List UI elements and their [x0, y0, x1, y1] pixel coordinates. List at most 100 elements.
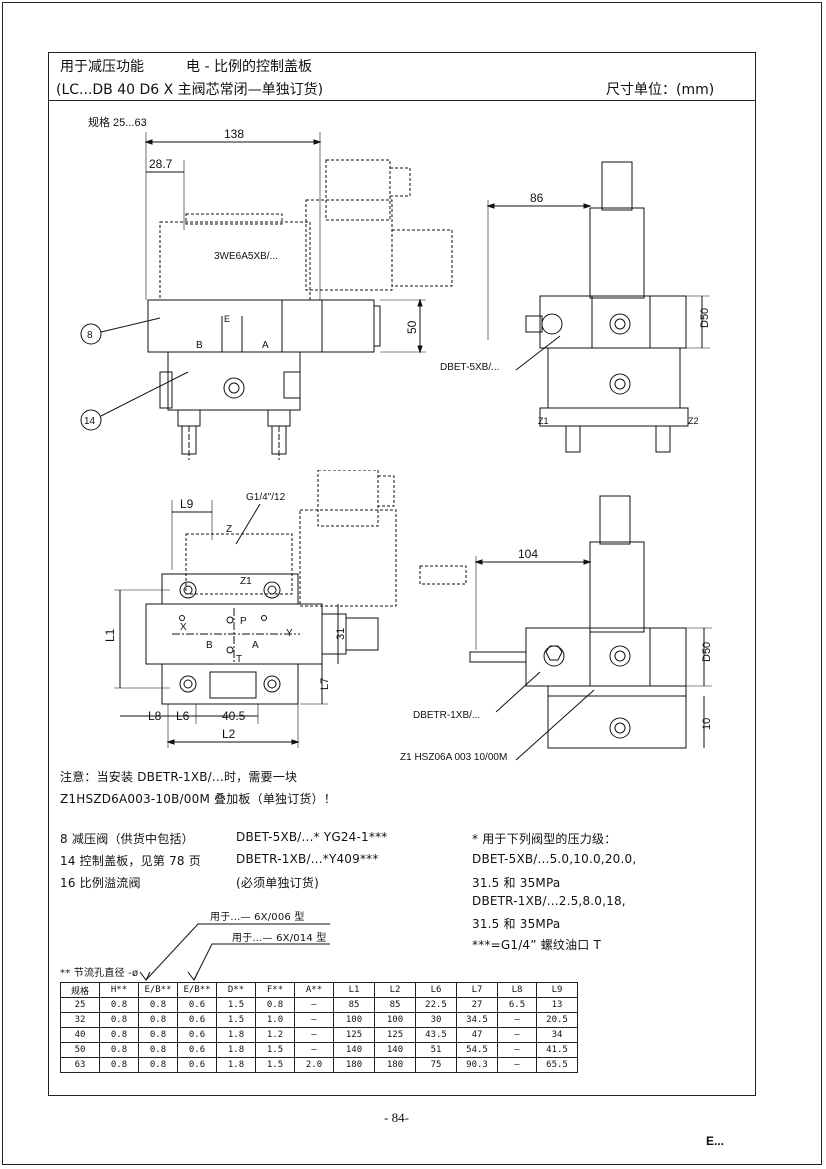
dim-l8: L8 — [148, 709, 162, 723]
header-subtitle: (LC...DB 40 D6 X 主阀芯常闭—单独订货) — [56, 82, 324, 98]
table-cell: 22.5 — [415, 997, 457, 1013]
table-cell: 1.5 — [255, 1057, 295, 1073]
table-cell: 1.8 — [216, 1027, 256, 1043]
valve-label-dbet: DBET-5XB/... — [440, 362, 499, 373]
dim-50: 50 — [405, 320, 419, 334]
table-cell: 32 — [60, 1012, 100, 1028]
dim-l6: L6 — [176, 709, 190, 723]
table-cell: 1.8 — [216, 1057, 256, 1073]
note-for-014: 用于...— 6X/014 型 — [232, 933, 327, 944]
table-cell: 54.5 — [456, 1042, 498, 1058]
table-cell: 125 — [374, 1027, 416, 1043]
legend-col3-item: DBET-5XB/...5.0,10.0,20.0, — [472, 852, 637, 866]
plate-label: Z1 HSZ06A 003 10/00M — [400, 752, 508, 763]
table-cell: 0.8 — [99, 1042, 139, 1058]
dim-138: 138 — [224, 127, 244, 141]
table-cell: 75 — [415, 1057, 457, 1073]
header-title-left: 用于减压功能 — [60, 59, 144, 75]
notice-line-2: Z1HSZD6A003-10B/00M 叠加板（单独订货）！ — [60, 792, 337, 806]
legend-col3-item: DBETR-1XB/...2.5,8.0,18, — [472, 894, 626, 908]
dim-86: 86 — [530, 191, 544, 205]
table-cell: — — [497, 1012, 537, 1028]
table-cell: 0.8 — [138, 1027, 178, 1043]
table-cell: 50 — [60, 1042, 100, 1058]
table-cell: 13 — [536, 997, 578, 1013]
legend-col3-item: 31.5 和 35MPa — [472, 917, 561, 931]
legend-col3-item: * 用于下列阀型的压力级： — [472, 832, 617, 846]
table-cell: 90.3 — [456, 1057, 498, 1073]
note-orifice: ** 节流孔直径 -ø — [60, 968, 139, 979]
valve-label-3we6a: 3WE6A5XB/... — [214, 251, 278, 262]
dim-31: 31 — [335, 628, 347, 640]
legend-col2-item: DBETR-1XB/...*Y409*** — [236, 852, 379, 866]
notice-line-1: 注意：当安装 DBETR-1XB/...时，需要一块 — [60, 770, 298, 784]
table-cell: 0.8 — [99, 1057, 139, 1073]
table-cell: 140 — [374, 1042, 416, 1058]
header-unit-label: 尺寸单位：(mm) — [606, 82, 715, 98]
table-cell: 0.8 — [138, 1057, 178, 1073]
port-z1: Z1 — [240, 576, 252, 587]
col-header: L7 — [456, 982, 498, 998]
note-for-006: 用于...— 6X/006 型 — [210, 912, 305, 923]
dim-40-5: 40.5 — [222, 709, 246, 723]
table-cell: 0.8 — [255, 997, 295, 1013]
table-cell: 0.8 — [99, 997, 139, 1013]
dim-l9: L9 — [180, 497, 194, 511]
col-header: A** — [294, 982, 334, 998]
corner-mark: E... — [706, 1134, 725, 1148]
port-t: T — [236, 654, 242, 665]
table-cell: — — [294, 1042, 334, 1058]
port-z: Z — [226, 524, 232, 535]
legend-col2-item: DBET-5XB/...* YG24-1*** — [236, 830, 388, 844]
table-cell: 85 — [374, 997, 416, 1013]
port-z1-top: Z1 — [538, 416, 549, 426]
table-cell: 2.0 — [294, 1057, 334, 1073]
table-cell: — — [497, 1057, 537, 1073]
col-header: 规格 — [60, 982, 100, 998]
table-cell: 1.8 — [216, 1042, 256, 1058]
table-cell: 140 — [333, 1042, 375, 1058]
table-cell: 1.5 — [216, 1012, 256, 1028]
legend-col1-item: 8 减压阀（供货中包括） — [60, 832, 194, 846]
size-label: 规格 25...63 — [88, 117, 147, 129]
port-y: Y — [286, 628, 293, 639]
col-header: L2 — [374, 982, 416, 998]
col-header: L1 — [333, 982, 375, 998]
legend-col1-item: 14 控制盖板，见第 78 页 — [60, 854, 201, 868]
table-cell: 180 — [333, 1057, 375, 1073]
dim-l7: L7 — [319, 678, 331, 690]
table-header-row: 规格 H** E/B** E/B** D** F** A** L1 L2 L6 … — [60, 982, 578, 998]
table-cell: 20.5 — [536, 1012, 578, 1028]
table-cell: 1.0 — [255, 1012, 295, 1028]
legend-col1-item: 16 比例溢流阀 — [60, 876, 141, 890]
table-cell: 6.5 — [497, 997, 537, 1013]
page-number: - 84- — [384, 1110, 409, 1125]
port-b-lower: B — [206, 640, 213, 651]
col-header: F** — [255, 982, 295, 998]
table-cell: — — [294, 997, 334, 1013]
dim-10: 10 — [701, 718, 713, 730]
table-cell: 0.8 — [138, 1012, 178, 1028]
table-cell: 180 — [374, 1057, 416, 1073]
table-cell: 41.5 — [536, 1042, 578, 1058]
table-cell: 51 — [415, 1042, 457, 1058]
thread-label: G1/4"/12 — [246, 492, 286, 503]
table-note-leaders — [139, 923, 330, 981]
col-header: D** — [216, 982, 256, 998]
table-cell: 100 — [333, 1012, 375, 1028]
col-header: H** — [99, 982, 139, 998]
port-a-lower: A — [252, 640, 259, 651]
table-cell: 100 — [374, 1012, 416, 1028]
col-header: L9 — [536, 982, 578, 998]
col-header: E/B** — [138, 982, 178, 998]
table-cell: 43.5 — [415, 1027, 457, 1043]
table-cell: 0.6 — [177, 1057, 217, 1073]
table-cell: 1.5 — [255, 1042, 295, 1058]
table-cell: 0.6 — [177, 1042, 217, 1058]
dim-104: 104 — [518, 547, 538, 561]
port-x: X — [180, 622, 187, 633]
